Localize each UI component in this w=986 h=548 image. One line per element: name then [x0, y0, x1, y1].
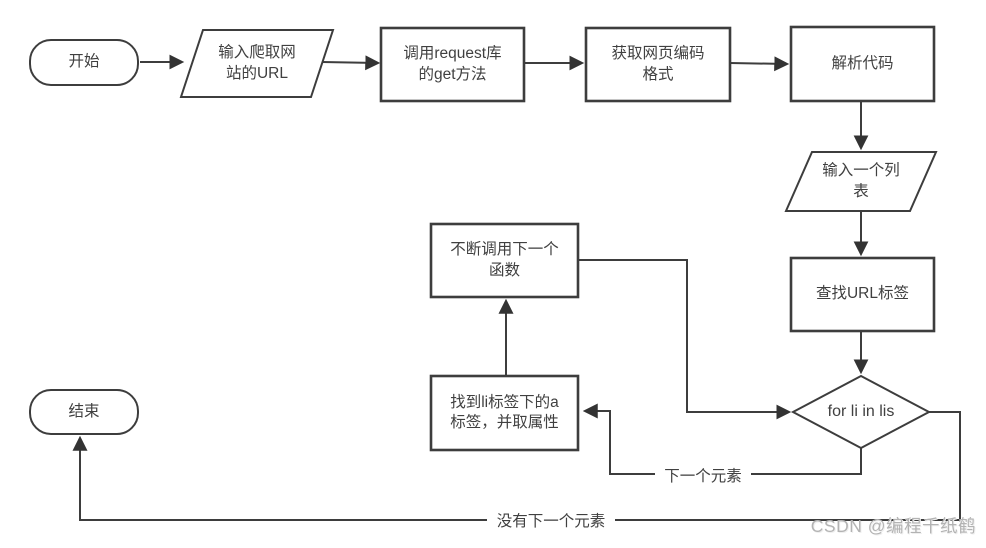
node-find-a-tag-shape [429, 374, 580, 452]
node-end-shape [29, 389, 139, 435]
csdn-watermark: CSDN @编程千纸鹤 [810, 516, 976, 536]
node-start-shape [29, 39, 139, 86]
edge-get-encoding-to-parse-code [729, 56, 790, 72]
edge-for-loop-next-element-to-find-a-tag [582, 403, 862, 475]
edge-for-loop-no-next-element-to-end [72, 411, 961, 521]
node-input-list-shape [784, 151, 938, 212]
node-for-loop-shape [790, 374, 932, 450]
node-call-get-shape [379, 26, 526, 103]
node-get-encoding-shape [584, 26, 732, 103]
node-input-url-shape [179, 29, 335, 98]
node-parse-code-shape [789, 25, 936, 103]
node-call-next-shape [429, 222, 580, 299]
edge-label-no-next-element: 没有下一个元素 [487, 509, 615, 531]
edge-input-url-to-call-get [321, 55, 381, 71]
edge-call-next-to-for-loop [578, 259, 792, 420]
node-find-url-tag-shape [789, 256, 936, 333]
edge-label-next-element: 下一个元素 [655, 464, 751, 485]
